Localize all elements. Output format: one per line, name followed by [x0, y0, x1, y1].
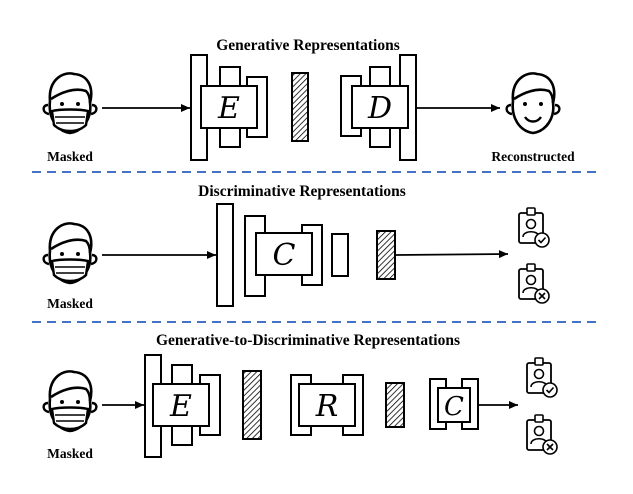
- gen-to-disc-input-label: Masked: [47, 446, 93, 461]
- classifier-letter: C: [273, 238, 296, 273]
- discriminative-panel: Discriminative Representations Masked C: [42, 183, 550, 311]
- discriminative-input-label: Masked: [47, 296, 93, 311]
- id-badge-cross-icon: [526, 414, 558, 455]
- id-badge-check-icon: [526, 357, 558, 398]
- masked-face-icon: [42, 370, 98, 433]
- classifier-box: [437, 387, 471, 423]
- encoder-box: [200, 85, 258, 129]
- id-badge-check-icon: [518, 207, 550, 248]
- gen-to-disc-title: Generative-to-Discriminative Representat…: [156, 332, 460, 349]
- generative-panel: Generative Representations Masked E D Re…: [42, 37, 575, 164]
- classifier-letter: C: [444, 392, 464, 422]
- generative-input-label: Masked: [47, 149, 93, 164]
- encoder-letter: E: [217, 91, 240, 126]
- feature-block: [385, 382, 405, 428]
- generative-output-label: Reconstructed: [491, 149, 575, 164]
- smiling-face-icon: [505, 72, 561, 135]
- discriminative-title: Discriminative Representations: [198, 183, 406, 200]
- feature-block: [376, 230, 396, 280]
- classifier-block-4: [331, 233, 349, 277]
- encoder-letter: E: [169, 389, 192, 424]
- generative-title: Generative Representations: [216, 37, 400, 54]
- classifier-box: [255, 232, 313, 276]
- middle-box: [298, 383, 356, 427]
- id-badge-cross-icon: [518, 263, 550, 304]
- masked-face-icon: [42, 222, 98, 285]
- gen-to-disc-panel: Generative-to-Discriminative Representat…: [42, 332, 558, 461]
- middle-letter: R: [315, 389, 339, 424]
- masked-face-icon: [42, 72, 98, 135]
- encoder-box: [152, 383, 210, 427]
- classifier-block-1: [216, 203, 234, 307]
- decoder-box: [351, 85, 409, 129]
- decoder-letter: D: [367, 91, 392, 126]
- latent-block: [291, 72, 309, 142]
- latent-block: [242, 370, 262, 440]
- output-arrow: [395, 250, 509, 259]
